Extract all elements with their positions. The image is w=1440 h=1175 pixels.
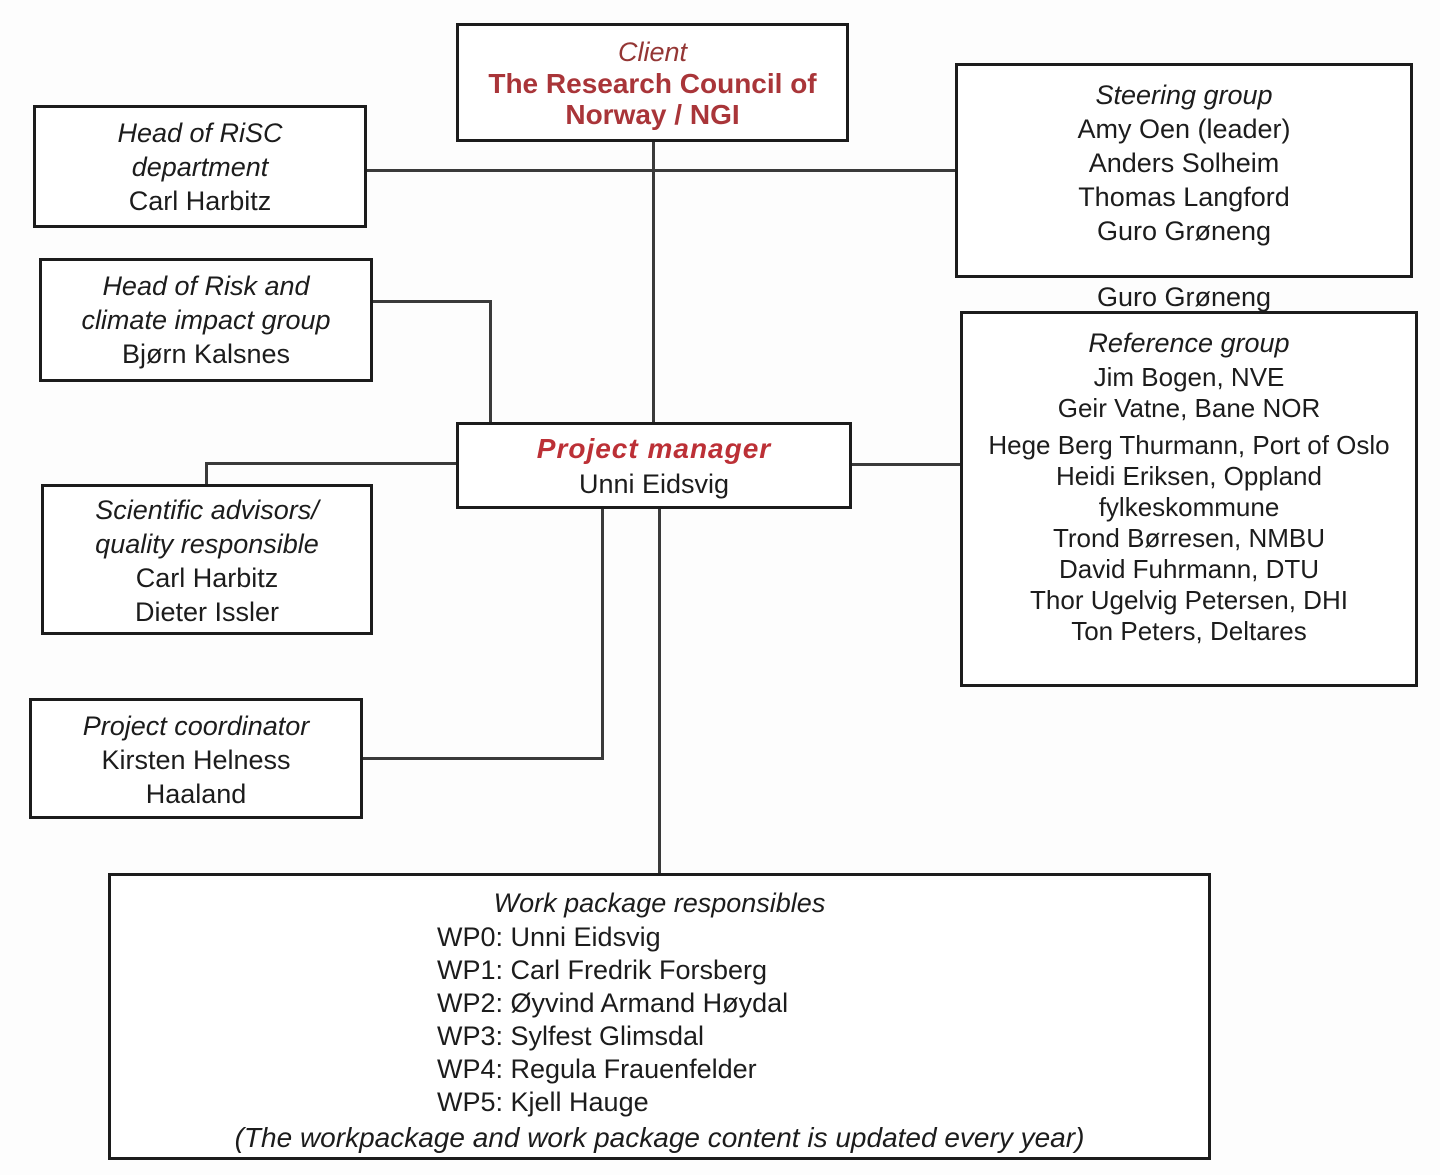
steering-member: Thomas Langford: [1078, 182, 1290, 212]
work-package-item: WP0: Unni Eidsvig: [437, 922, 661, 952]
connector-coordinator-horizontal: [363, 757, 604, 760]
connector-advisors-vertical: [205, 462, 208, 484]
client-name-line2: Norway / NGI: [565, 99, 740, 130]
connector-client-to-pm: [652, 142, 655, 422]
project-coordinator-title: Project coordinator: [82, 711, 310, 741]
client-title: Client: [617, 37, 688, 67]
connector-headriskclimate-vertical: [489, 300, 492, 422]
steering-group-title: Steering group: [1095, 80, 1273, 110]
floating-name-guro: Guro Grøneng: [1096, 282, 1272, 312]
reference-member: Geir Vatne, Bane NOR: [1057, 393, 1321, 423]
project-manager-name: Unni Eidsvig: [578, 469, 730, 499]
scientific-advisors-title-line1: Scientific advisors/: [95, 495, 319, 525]
work-package-item: WP5: Kjell Hauge: [437, 1087, 649, 1117]
scientific-advisor: Carl Harbitz: [135, 563, 279, 593]
connector-pm-to-reference: [852, 463, 960, 466]
reference-member: Ton Peters, Deltares: [1071, 616, 1307, 646]
steering-member: Amy Oen (leader): [1077, 114, 1291, 144]
project-manager-title: Project manager: [536, 433, 772, 464]
reference-group-box: Reference group Jim Bogen, NVE Geir Vatn…: [960, 311, 1418, 687]
work-package-item: WP3: Sylfest Glimsdal: [437, 1021, 705, 1051]
work-packages-box: Work package responsibles WP0: Unni Eids…: [108, 873, 1211, 1160]
head-risc-name: Carl Harbitz: [128, 186, 272, 216]
reference-member: Trond Børresen, NMBU: [1052, 523, 1326, 553]
scientific-advisors-title-line2: quality responsible: [95, 529, 319, 559]
project-coordinator-name-line2: Haaland: [145, 779, 247, 809]
head-risc-title-line2: department: [131, 152, 269, 182]
connector-headriskclimate-horizontal: [373, 300, 492, 303]
connector-pm-to-workpackages: [658, 509, 661, 873]
scientific-advisors-box: Scientific advisors/ quality responsible…: [41, 484, 373, 635]
project-coordinator-name-line1: Kirsten Helness: [101, 745, 291, 775]
head-risk-climate-title-line1: Head of Risk and: [102, 271, 310, 301]
work-packages-footnote: (The workpackage and work package conten…: [234, 1122, 1085, 1153]
reference-member: Thor Ugelvig Petersen, DHI: [1030, 585, 1348, 615]
work-package-item: WP4: Regula Frauenfelder: [437, 1054, 757, 1084]
client-name-line1: The Research Council of: [488, 68, 817, 99]
work-package-item: WP1: Carl Fredrik Forsberg: [437, 955, 768, 985]
head-risk-climate-title-line2: climate impact group: [81, 305, 331, 335]
reference-member: Jim Bogen, NVE: [1093, 362, 1285, 392]
work-packages-list: WP0: Unni Eidsvig WP1: Carl Fredrik Fors…: [111, 921, 1208, 1119]
work-packages-title: Work package responsibles: [493, 888, 826, 918]
work-package-item: WP2: Øyvind Armand Høydal: [437, 988, 789, 1018]
head-risc-title-line1: Head of RiSC: [117, 118, 283, 148]
reference-group-title: Reference group: [1088, 328, 1290, 358]
steering-member: Anders Solheim: [1088, 148, 1280, 178]
head-risk-climate-name: Bjørn Kalsnes: [121, 339, 291, 369]
project-coordinator-box: Project coordinator Kirsten Helness Haal…: [29, 698, 363, 819]
steering-member: Guro Grøneng: [1096, 216, 1272, 246]
connector-headrisc-to-steering: [367, 169, 955, 172]
steering-group-box: Steering group Amy Oen (leader) Anders S…: [955, 63, 1413, 278]
reference-member: David Fuhrmann, DTU: [1058, 554, 1320, 584]
scientific-advisor: Dieter Issler: [134, 597, 280, 627]
connector-advisors-to-pm: [205, 462, 456, 465]
connector-pm-to-coordinator-vertical: [601, 509, 604, 759]
project-manager-box: Project manager Unni Eidsvig: [456, 422, 852, 509]
reference-member: Hege Berg Thurmann, Port of Oslo: [988, 430, 1390, 460]
reference-member: Heidi Eriksen, Oppland fylkeskommune: [1056, 461, 1322, 522]
reference-member-list: Jim Bogen, NVE Geir Vatne, Bane NOR Hege…: [963, 360, 1415, 647]
head-risk-climate-box: Head of Risk and climate impact group Bj…: [39, 258, 373, 382]
client-box: Client The Research Council of Norway / …: [456, 23, 849, 142]
head-risc-box: Head of RiSC department Carl Harbitz: [33, 105, 367, 228]
